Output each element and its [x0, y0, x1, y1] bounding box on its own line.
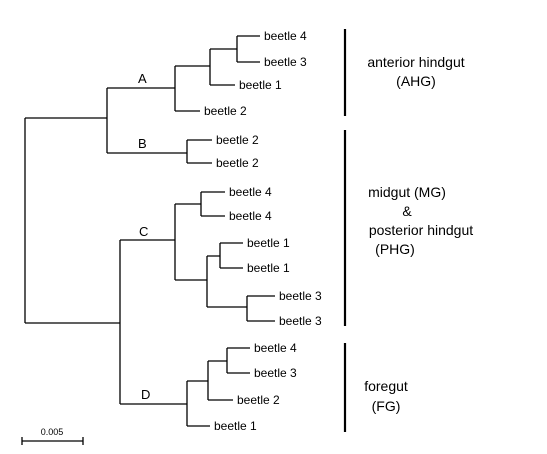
leaf-label: beetle 4	[254, 341, 297, 355]
clade-label-c: C	[139, 224, 148, 239]
clade-label-b: B	[138, 136, 147, 151]
leaf-label: beetle 3	[264, 55, 307, 69]
leaf-label: beetle 2	[216, 156, 259, 170]
branch-CD	[119, 239, 187, 405]
leaf-label: beetle 3	[279, 289, 322, 303]
clade-label-d: D	[141, 387, 150, 402]
leaf-label: beetle 4	[229, 185, 272, 199]
clade-label-a: A	[138, 71, 147, 86]
leaf-label: beetle 2	[237, 393, 280, 407]
region-label-mg: midgut (MG)	[368, 184, 446, 200]
leaf-label: beetle 1	[247, 261, 290, 275]
leaf-label: beetle 2	[216, 133, 259, 147]
region-label-fg-abbr: (FG)	[372, 398, 401, 414]
branch-C-pair2	[219, 242, 243, 269]
branch-D-pair	[226, 347, 250, 374]
branch-C-sub	[206, 255, 247, 308]
branch-A	[174, 65, 210, 112]
tree-branches	[24, 35, 275, 427]
region-label-ampersand: &	[402, 203, 412, 219]
branch-A-pair	[236, 35, 260, 63]
branch-D	[186, 380, 210, 427]
branch-D-inner	[207, 360, 233, 401]
leaf-label: beetle 1	[214, 419, 257, 433]
scale-bar-line	[21, 437, 84, 445]
branch-C-pair3	[246, 295, 275, 322]
branch-C-pair1	[200, 191, 225, 217]
branch-C	[174, 203, 207, 281]
region-label-ahg: anterior hindgut	[367, 54, 464, 70]
leaf-label: beetle 3	[254, 366, 297, 380]
leaf-labels: beetle 4 beetle 3 beetle 1 beetle 2 beet…	[204, 29, 322, 433]
region-label-phg-abbr: (PHG)	[375, 241, 415, 257]
leaf-label: beetle 4	[264, 29, 307, 43]
root-edge	[24, 117, 120, 324]
leaf-label: beetle 1	[247, 236, 290, 250]
scale-bar: 0.005	[21, 427, 84, 445]
region-label-fg: foregut	[364, 378, 408, 394]
leaf-label: beetle 2	[204, 104, 247, 118]
branch-AB	[106, 87, 187, 154]
leaf-label: beetle 3	[279, 314, 322, 328]
scale-bar-label: 0.005	[41, 427, 64, 437]
leaf-label: beetle 4	[229, 209, 272, 223]
leaf-label: beetle 1	[239, 78, 282, 92]
region-label-phg: posterior hindgut	[369, 222, 473, 238]
region-labels: anterior hindgut (AHG) midgut (MG) & pos…	[364, 54, 473, 414]
region-label-ahg-abbr: (AHG)	[396, 73, 436, 89]
branch-B	[186, 139, 212, 164]
branch-A-inner	[209, 48, 237, 86]
clade-labels: A B C D	[138, 71, 150, 402]
